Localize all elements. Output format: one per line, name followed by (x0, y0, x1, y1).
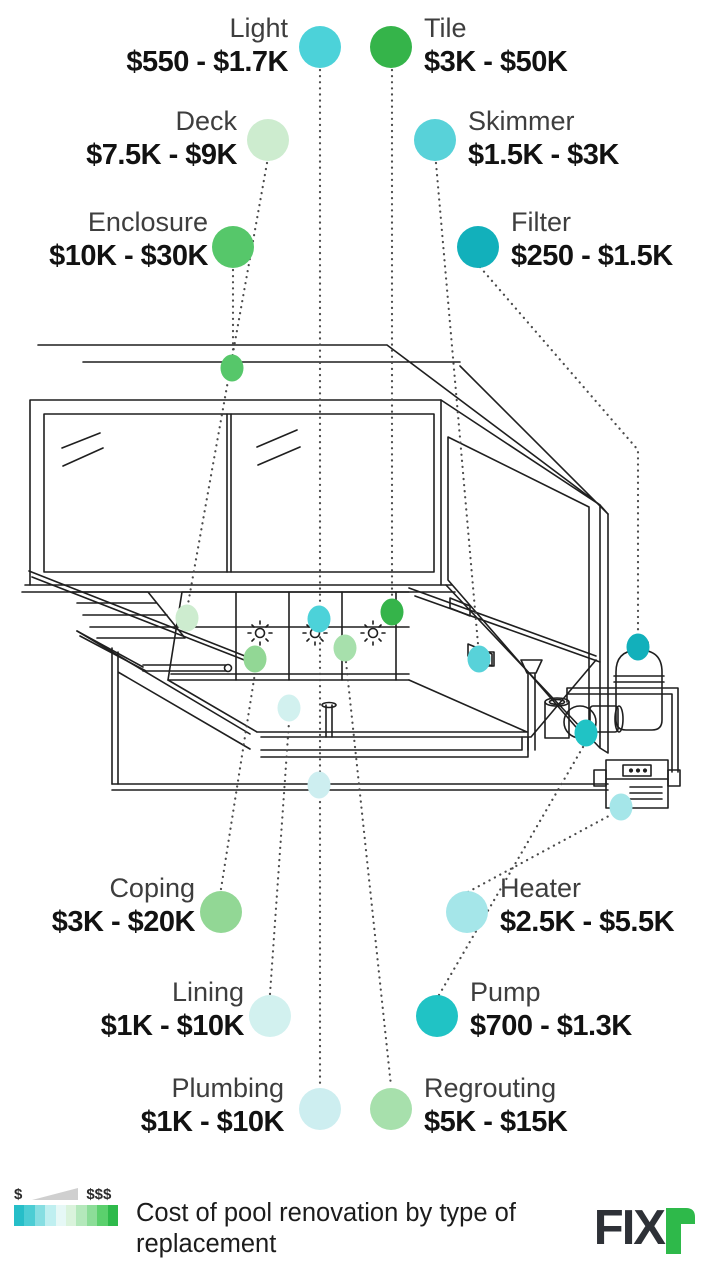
label-deck: Deck$7.5K - $9K (86, 106, 237, 171)
label-bubbles (200, 26, 499, 1130)
deck-bubble (247, 119, 289, 161)
filter-leader (478, 265, 640, 635)
tile-bubble (370, 26, 412, 68)
fixr-logo-text: FIX (593, 1201, 666, 1255)
heater-marker (609, 793, 633, 821)
label-enclosure: Enclosure$10K - $30K (49, 207, 208, 272)
regrouting-bubble (370, 1088, 412, 1130)
label-light: Light$550 - $1.7K (126, 13, 288, 78)
pump-bubble (416, 995, 458, 1037)
label-filter: Filter$250 - $1.5K (511, 207, 673, 272)
fixr-r-icon (666, 1208, 695, 1254)
light-bubble (299, 26, 341, 68)
filter-marker (626, 633, 650, 661)
scale-swatch (45, 1205, 56, 1226)
skimmer-bubble (414, 119, 456, 161)
scale-swatch (34, 1205, 46, 1226)
scale-swatch (107, 1205, 118, 1226)
label-skimmer: Skimmer$1.5K - $3K (468, 106, 619, 171)
legend-min-label: $ (14, 1186, 23, 1203)
coping-bubble (200, 891, 242, 933)
chart-caption: Cost of pool renovation by type of repla… (136, 1199, 516, 1258)
scale-swatch (14, 1205, 25, 1226)
coping-leader (219, 671, 257, 891)
skimmer-leader (434, 161, 480, 646)
tile-marker (380, 598, 404, 626)
fixr-logo: FIX (594, 1204, 695, 1254)
scale-swatch (24, 1205, 35, 1226)
label-pump: Pump$700 - $1.3K (470, 977, 632, 1042)
plumbing-marker (307, 771, 331, 799)
scale-swatch (65, 1205, 77, 1226)
regrouting-marker (333, 634, 357, 662)
plumbing-bubble (299, 1088, 341, 1130)
label-lining: Lining$1K - $10K (100, 977, 245, 1042)
label-coping: Coping$3K - $20K (51, 873, 196, 938)
enclosure-marker (220, 354, 244, 382)
legend-max-label: $$$ (86, 1186, 112, 1203)
color-scale-bar (14, 1205, 118, 1226)
light-marker (307, 605, 331, 633)
lining-leader (268, 720, 291, 996)
heater-leader (466, 809, 620, 894)
pump-leader (437, 745, 585, 997)
label-heater: Heater$2.5K - $5.5K (500, 873, 675, 938)
scale-swatch (55, 1205, 66, 1226)
enclosure-bubble (212, 226, 254, 268)
scale-swatch (86, 1205, 98, 1226)
filter-bubble (457, 226, 499, 268)
cost-scale-legend: $ $$$ (14, 1184, 118, 1226)
lining-marker (277, 694, 301, 722)
heater-bubble (446, 891, 488, 933)
regrouting-leader (344, 660, 393, 1088)
label-plumbing: Plumbing$1K - $10K (140, 1073, 285, 1138)
scale-wedge-icon (32, 1188, 79, 1200)
scale-swatch (76, 1205, 87, 1226)
drawing-markers (175, 354, 650, 821)
deck-marker (175, 604, 199, 632)
label-tile: Tile$3K - $50K (424, 13, 568, 78)
pump-marker (574, 719, 598, 747)
scale-swatch (97, 1205, 108, 1226)
lining-bubble (249, 995, 291, 1037)
leader-lines (186, 68, 640, 1088)
label-regrouting: Regrouting$5K - $15K (424, 1073, 568, 1138)
skimmer-marker (467, 645, 491, 673)
coping-marker (243, 645, 267, 673)
